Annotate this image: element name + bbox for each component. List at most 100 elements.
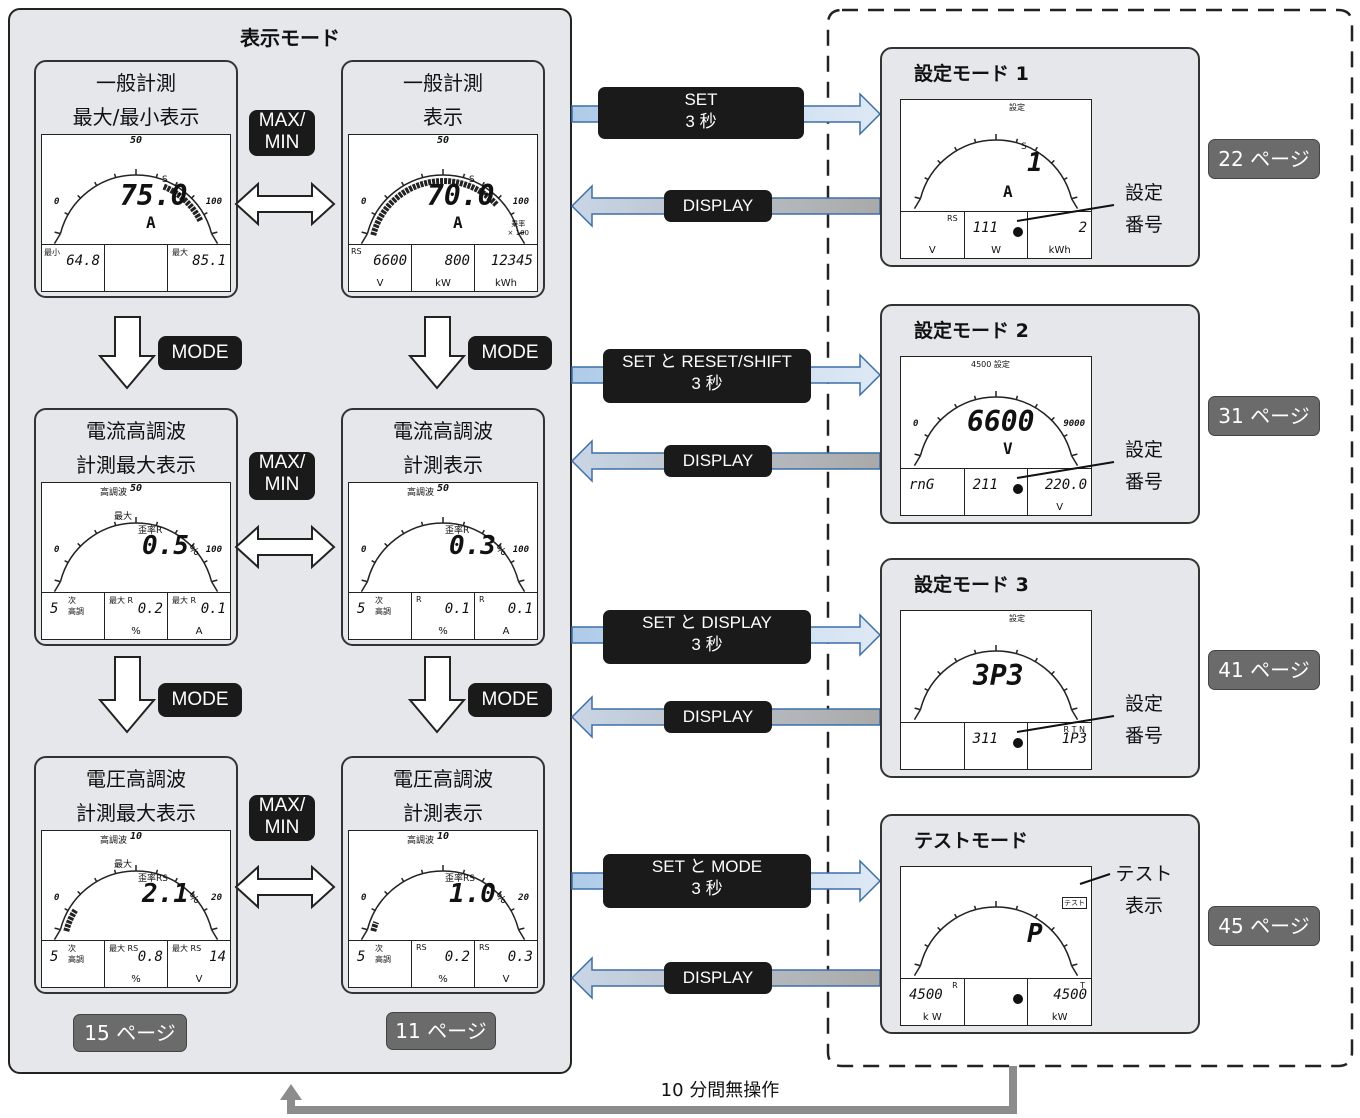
max-min-button[interactable]: MAX/ MIN	[249, 795, 315, 841]
meter-arc	[360, 865, 526, 940]
mode-button[interactable]: MODE	[468, 336, 552, 370]
scale-top: 50	[437, 135, 450, 146]
cell-tag: 最大	[172, 248, 188, 257]
cell-value: 85.1	[192, 253, 226, 269]
main-value: 1.0	[449, 879, 496, 909]
scale-right: 20	[518, 893, 529, 903]
display-button[interactable]: DISPLAY	[664, 701, 772, 733]
phase-tag: S	[162, 175, 168, 185]
set-reset-button[interactable]: SET と RESET/SHIFT 3 秒	[603, 349, 811, 403]
main-value: 3P3	[973, 659, 1024, 692]
main-unit: V	[1003, 439, 1013, 458]
page-badge[interactable]: 15 ページ	[73, 1014, 187, 1052]
cell-value: 1P3	[1061, 731, 1088, 747]
cell-value: 0.3	[507, 949, 533, 965]
cell-unit: %	[131, 626, 141, 637]
main-unit: A	[1003, 182, 1013, 201]
main-value: P	[1027, 919, 1043, 949]
meter-arc	[913, 901, 1079, 976]
scale-left: 0	[54, 893, 60, 903]
top-tag: 設定	[1009, 103, 1025, 112]
max-min-button[interactable]: MAX/ MIN	[249, 452, 315, 500]
cell-value: 0.1	[444, 601, 470, 617]
cell-value: 0.8	[137, 949, 163, 965]
page-badge[interactable]: 31 ページ	[1208, 396, 1320, 436]
page-badge[interactable]: 22 ページ	[1208, 139, 1320, 179]
cell-tag: 次 高調	[68, 596, 84, 616]
cell-value: 5	[50, 949, 59, 965]
cell-unit: kW	[1051, 1012, 1068, 1023]
display-button[interactable]: DISPLAY	[664, 190, 772, 222]
main-unit: A	[146, 213, 156, 232]
cell-value: 6600	[373, 253, 407, 269]
set-display-button[interactable]: SET と DISPLAY 3 秒	[603, 610, 811, 664]
scale-right: 100	[512, 545, 529, 555]
cell-value: 211	[972, 477, 998, 493]
cell-unit: kWh	[1048, 245, 1071, 256]
scale-right: 100	[512, 197, 529, 207]
timeout-label: 10 分間無操作	[660, 1080, 780, 1101]
card-title-line2: 計測最大表示	[76, 801, 196, 825]
meter-arc	[913, 134, 1079, 209]
cell-unit: %	[438, 626, 448, 637]
cell-value: 4500	[909, 987, 943, 1003]
pointer-dot	[1013, 738, 1024, 748]
cell-tag: 最大 R	[109, 596, 134, 605]
main-value: 0.3	[449, 531, 496, 561]
page-badge[interactable]: 41 ページ	[1208, 650, 1320, 690]
max-min-button[interactable]: MAX/ MIN	[249, 110, 315, 156]
display-button[interactable]: DISPLAY	[664, 445, 772, 477]
card-title-line2: 計測最大表示	[76, 453, 196, 477]
cell-tag: 最大 RS	[109, 944, 139, 953]
cell-value: 5	[357, 601, 366, 617]
mode-button[interactable]: MODE	[158, 683, 242, 717]
main-value: 6600	[967, 405, 1035, 438]
display-button[interactable]: DISPLAY	[664, 962, 772, 994]
main-value: 0.5	[142, 531, 189, 561]
page-badge[interactable]: 45 ページ	[1208, 906, 1320, 946]
side-label: 設定 番号	[1124, 439, 1163, 493]
test-tag: テスト	[1062, 897, 1087, 909]
mode-button[interactable]: MODE	[158, 336, 242, 370]
scale-top: 50	[130, 135, 143, 146]
set-mode-button[interactable]: SET と MODE 3 秒	[603, 854, 811, 908]
mode-button[interactable]: MODE	[468, 683, 552, 717]
cell-unit: V	[928, 245, 936, 256]
scale-top: 50	[130, 483, 143, 494]
bottom-cell: 最大 85.1	[167, 245, 230, 291]
display-mode-title: 表示モード	[240, 26, 340, 50]
cell-value: 800	[444, 253, 470, 269]
card-title-line1: 電流高調波	[393, 419, 493, 443]
set-button[interactable]: SET 3 秒	[598, 87, 804, 139]
scale-left: 0	[361, 893, 367, 903]
page-badge[interactable]: 11 ページ	[386, 1012, 496, 1050]
scale-right: 100	[205, 545, 222, 555]
cell-tag: 最大 RS	[172, 944, 202, 953]
main-value: 75.0	[120, 179, 188, 212]
cell-value: 2	[1078, 220, 1088, 236]
pct-unit: %	[497, 543, 506, 559]
cell-tag: RS	[351, 247, 362, 256]
